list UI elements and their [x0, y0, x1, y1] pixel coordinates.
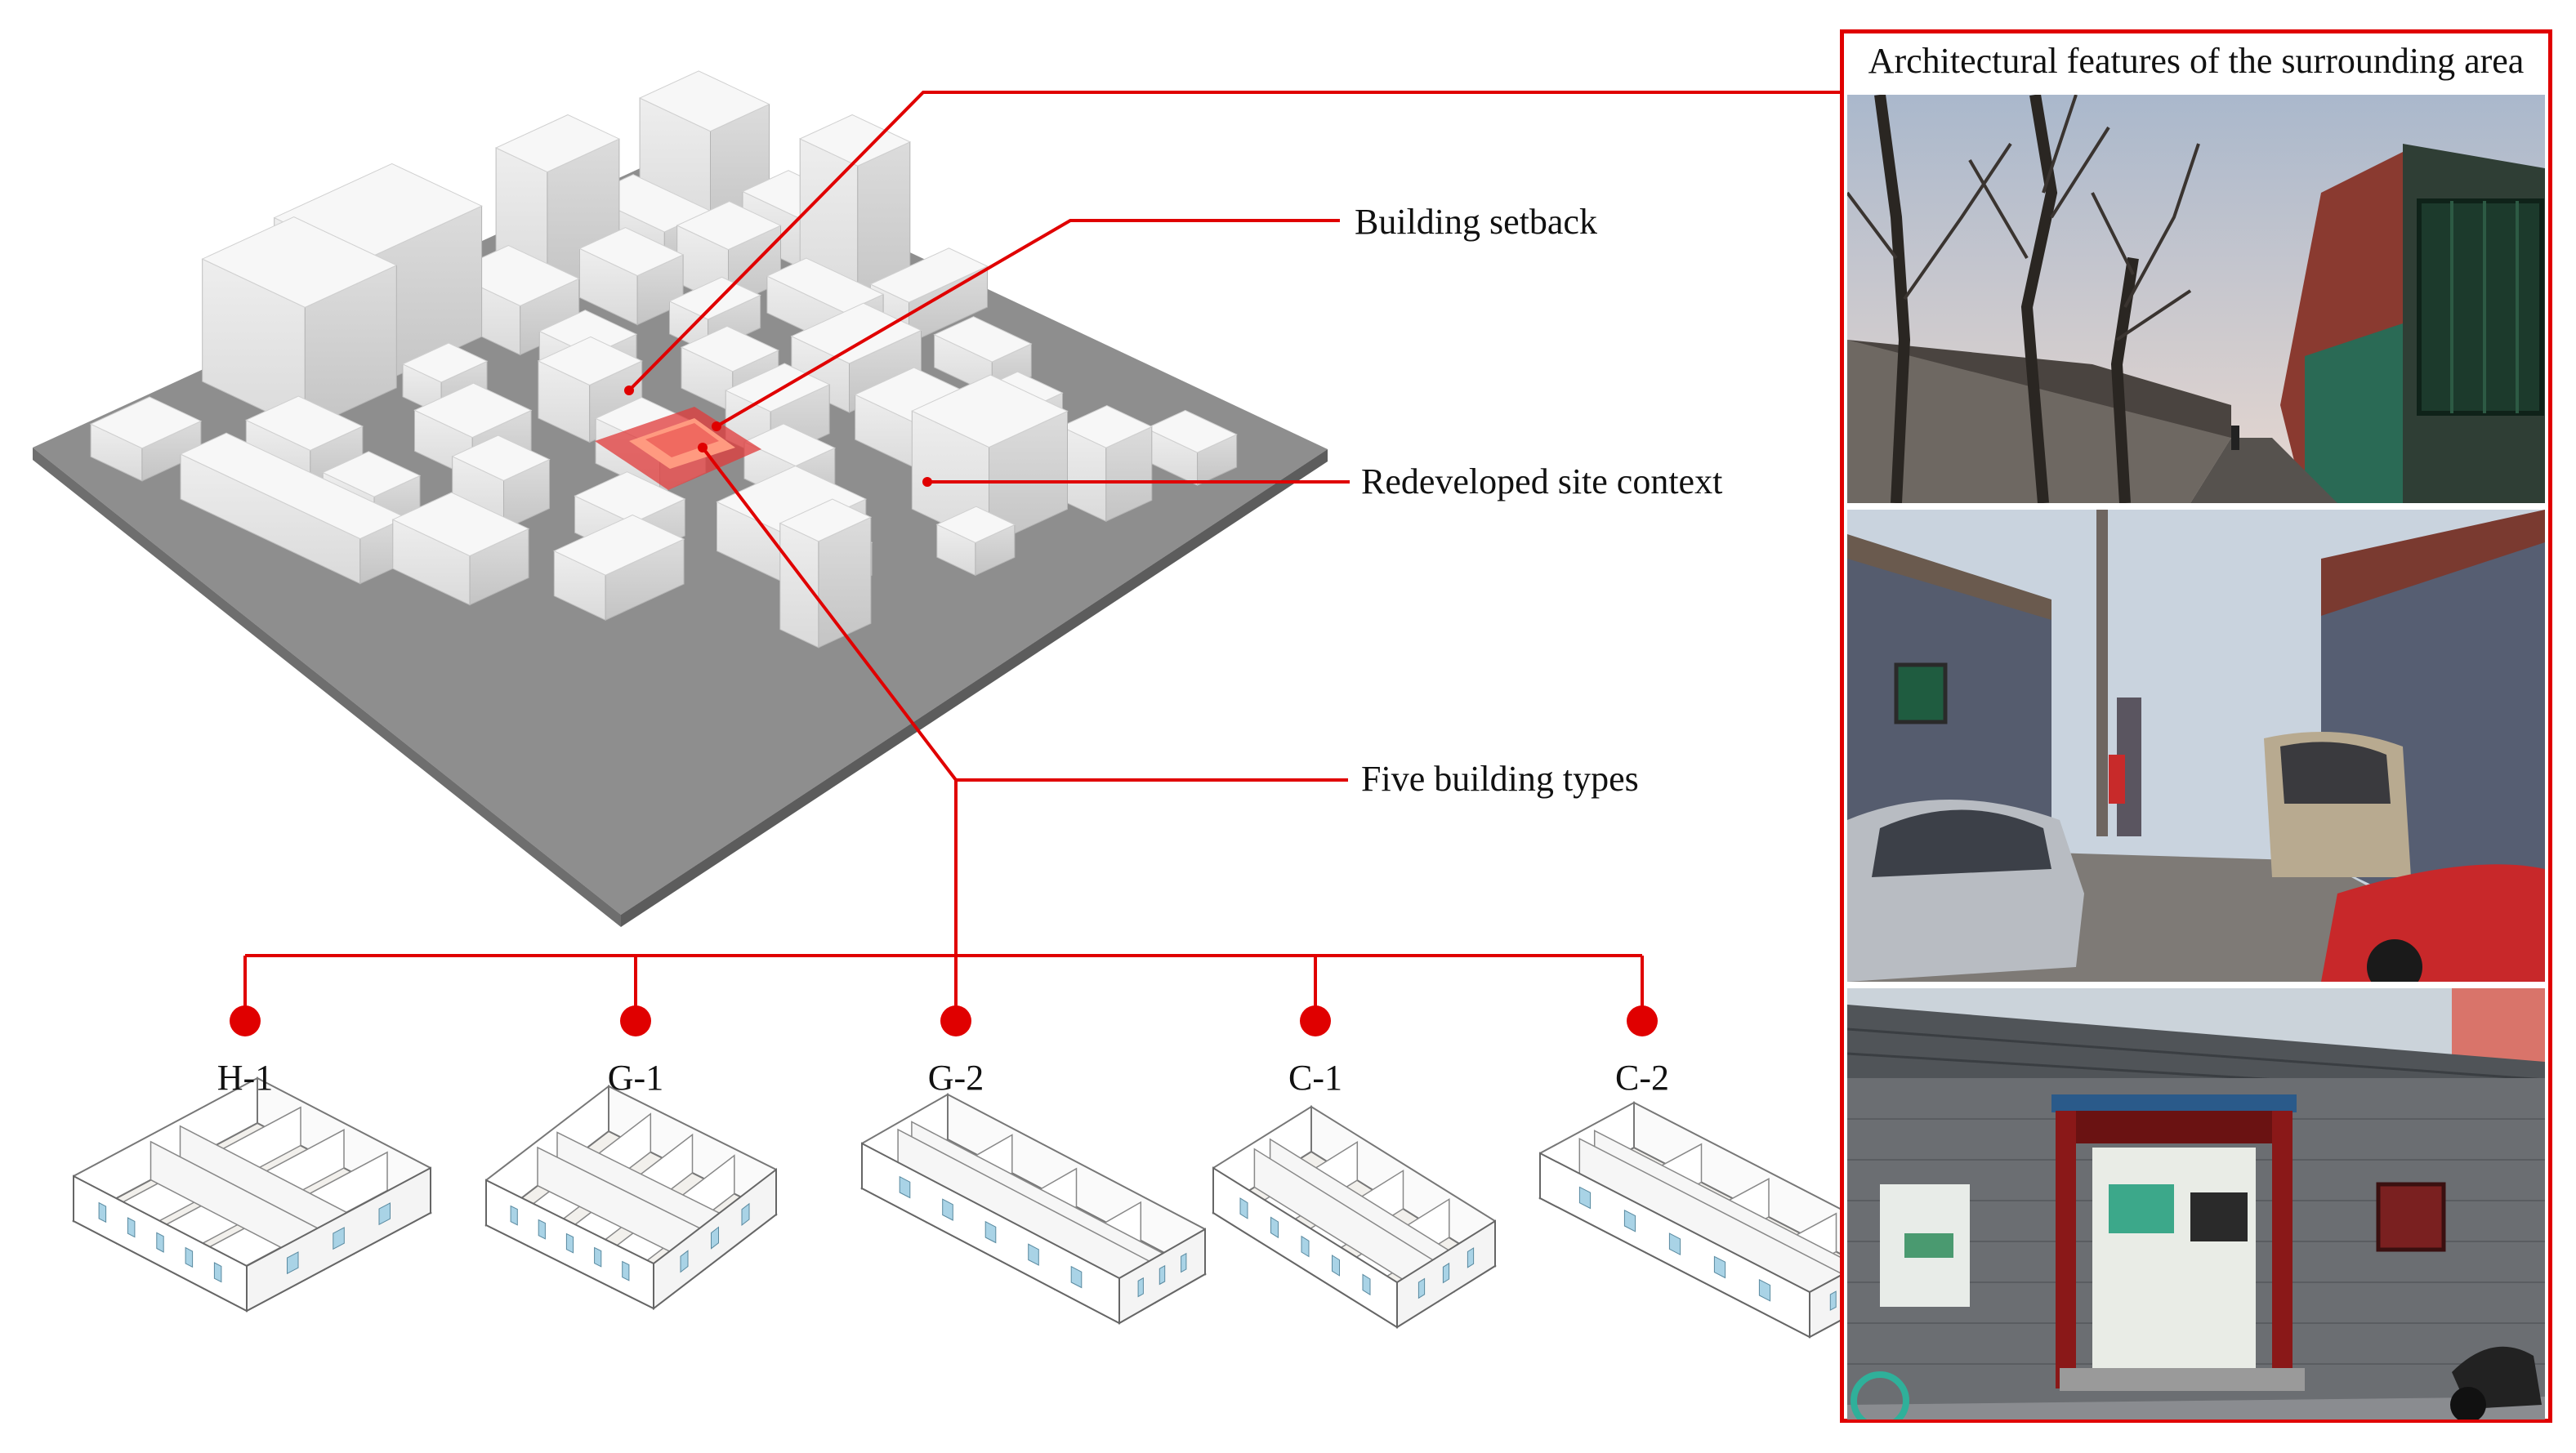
redeveloped-site-context-label: Redeveloped site context — [1361, 461, 1723, 501]
window-icon — [594, 1246, 602, 1268]
window-icon — [287, 1251, 299, 1275]
window-icon — [711, 1226, 719, 1250]
type-label-g1: G-1 — [607, 1058, 664, 1098]
window-icon — [1417, 1277, 1426, 1299]
window-icon — [1758, 1278, 1771, 1302]
window-icon — [899, 1175, 911, 1199]
window-icon — [510, 1205, 518, 1226]
tree-node-g1 — [620, 1005, 651, 1036]
window-icon — [1623, 1209, 1636, 1232]
city-building — [578, 227, 685, 326]
city-building — [201, 216, 398, 431]
window-icon — [1301, 1235, 1310, 1258]
alley-with-bare-trees-photo — [1847, 95, 2545, 503]
city-building — [935, 506, 1016, 577]
window-icon — [538, 1219, 546, 1240]
window-icon — [156, 1232, 164, 1253]
building-setback-label: Building setback — [1355, 202, 1597, 242]
tree-node-c2 — [1627, 1005, 1658, 1036]
window-icon — [1829, 1290, 1837, 1311]
floor-plan-g2 — [859, 1093, 1208, 1325]
five-building-types-label: Five building types — [1361, 759, 1639, 799]
floor-plan-group — [71, 1076, 1906, 1339]
type-label-c1: C-1 — [1288, 1058, 1342, 1098]
window-icon — [1159, 1264, 1166, 1286]
leader-surrounding-area — [627, 91, 1842, 392]
leader-endpoints — [624, 386, 932, 487]
courtyard-gate-photo — [1847, 988, 2545, 1420]
tree-node-c1 — [1300, 1005, 1331, 1036]
city-building — [89, 396, 203, 482]
type-label-g2: G-2 — [927, 1058, 984, 1098]
tree-node-h1 — [230, 1005, 261, 1036]
window-icon — [1467, 1247, 1475, 1268]
type-label-c2: C-2 — [1615, 1058, 1669, 1098]
window-icon — [185, 1246, 194, 1268]
window-icon — [333, 1227, 345, 1250]
floor-plan-h1 — [71, 1076, 433, 1313]
window-icon — [1239, 1197, 1248, 1219]
window-icon — [1668, 1232, 1681, 1256]
window-icon — [1070, 1265, 1083, 1289]
window-icon — [378, 1202, 391, 1226]
window-icon — [1028, 1243, 1039, 1266]
window-icon — [1578, 1186, 1592, 1210]
floor-plan-c1 — [1212, 1105, 1497, 1329]
city-building — [779, 498, 873, 649]
window-icon — [127, 1217, 136, 1238]
window-icon — [680, 1250, 689, 1273]
window-icon — [213, 1262, 222, 1283]
window-icon — [1270, 1216, 1279, 1239]
window-icon — [1181, 1252, 1187, 1273]
window-icon — [98, 1201, 107, 1223]
window-icon — [622, 1260, 630, 1281]
window-icon — [1332, 1255, 1340, 1277]
window-icon — [1362, 1273, 1371, 1296]
city-building — [553, 514, 685, 621]
window-icon — [565, 1232, 574, 1254]
window-icon — [741, 1202, 750, 1227]
leader-building-setback — [715, 219, 1340, 428]
photo-panel-title: Architectural features of the surroundin… — [1868, 41, 2525, 81]
floor-plan-g1 — [484, 1084, 778, 1311]
city-building — [391, 492, 530, 606]
tree-node-g2 — [940, 1005, 971, 1036]
alley-with-parked-cars-photo — [1847, 510, 2545, 982]
surrounding-area-photo-panel: Architectural features of the surroundin… — [1840, 29, 2552, 1423]
leader-lines — [245, 91, 1842, 957]
window-icon — [942, 1198, 953, 1221]
city-building — [1060, 405, 1153, 522]
floor-plan-c2 — [1538, 1101, 1906, 1339]
window-icon — [984, 1220, 997, 1244]
window-icon — [1137, 1277, 1144, 1298]
building-type-tree — [230, 956, 1658, 1036]
type-label-h1: H-1 — [217, 1058, 274, 1098]
window-icon — [1442, 1262, 1450, 1284]
window-icon — [1713, 1255, 1726, 1279]
